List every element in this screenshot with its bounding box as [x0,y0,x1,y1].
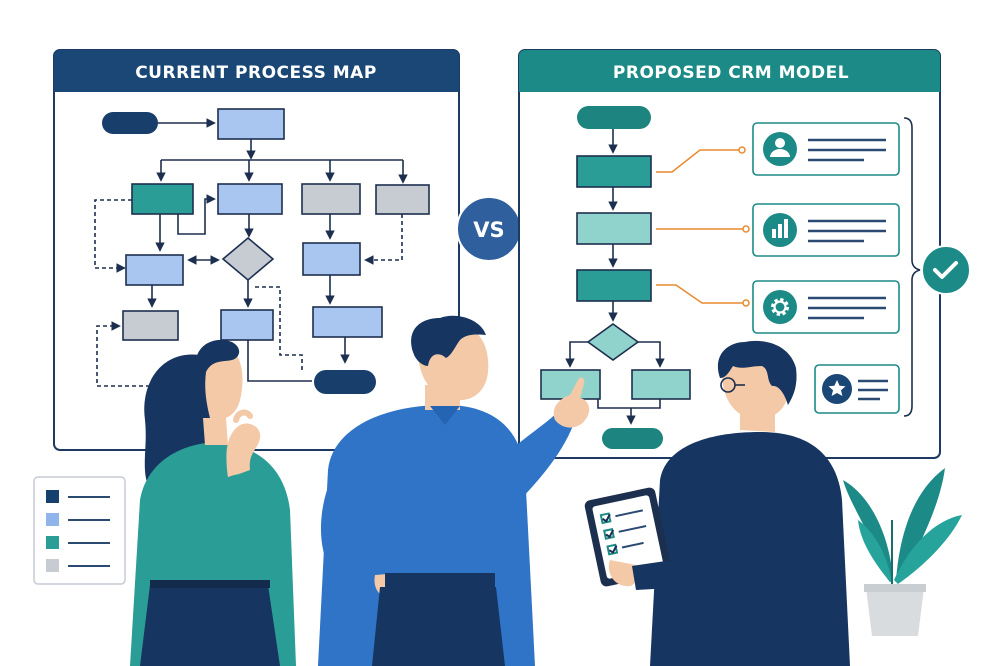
left-board-header [54,50,459,92]
legend-swatch [46,559,59,572]
crm-feature-card [752,203,900,257]
checklist-icon [599,509,647,556]
vs-label: VS [473,218,504,242]
flow-step-node [576,269,652,302]
legend-swatch [46,513,59,526]
man-with-tablet-figure [584,340,850,666]
user-icon [770,138,790,157]
crm-feature-card [814,364,900,414]
flow-end-node [602,428,663,449]
gear-icon [771,298,789,316]
flow-step-node [576,155,652,188]
right-board-title: PROPOSED CRM MODEL [613,63,849,83]
legend-swatch [46,536,59,549]
flow-step-node [576,212,652,245]
flow-step-node [122,310,179,341]
check-badge [921,245,971,295]
left-board-title: CURRENT PROCESS MAP [135,63,377,83]
woman-figure [130,339,296,666]
flow-end-node [314,370,376,394]
proposed-crm-board: PROPOSED CRM MODEL [518,49,941,459]
tablet-device [584,487,672,587]
right-board-header [519,50,940,92]
flow-decision-node [586,323,640,361]
flow-step-node [131,183,194,215]
vs-badge: VS [456,196,522,262]
flow-step-node [302,242,361,276]
flow-step-node [312,306,383,338]
legend-swatches [46,490,110,572]
checkmark-icon [933,261,958,279]
crm-connectors [656,146,750,307]
cards-bracket [903,117,921,417]
flow-step-node [220,309,274,341]
man-pointing-figure [318,315,590,666]
star-icon [828,380,846,396]
crm-feature-card [752,122,900,176]
legend-card [33,476,126,585]
flow-step-node [125,254,184,286]
proposed-crm-flowchart [540,106,691,449]
flow-step-node [217,183,283,215]
flow-step-node [375,184,430,215]
legend-swatch [46,490,59,503]
flow-start-node [577,106,651,129]
flow-step-node [217,108,285,140]
crm-feature-card [752,280,900,334]
flow-step-node [631,369,691,400]
flow-step-node [301,183,361,215]
potted-plant [843,468,962,636]
current-process-flowchart [94,108,430,394]
bar-chart-icon [772,219,788,238]
current-process-board: CURRENT PROCESS MAP [53,49,460,451]
flow-start-node [102,112,158,134]
